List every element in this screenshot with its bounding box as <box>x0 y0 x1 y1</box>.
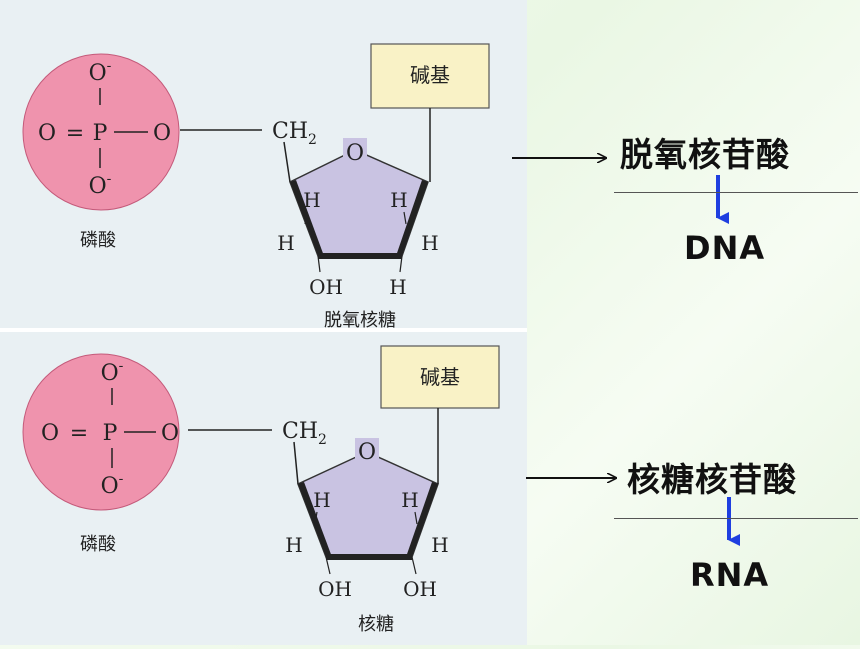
phosphate-o-top: O- <box>101 358 124 386</box>
phosphate-circle <box>22 353 180 511</box>
ring-oxygen: O <box>358 440 376 465</box>
rna-label: RNA <box>690 556 770 594</box>
phosphate-o-left: O <box>38 121 56 146</box>
phosphate-o-top: O- <box>89 58 112 86</box>
base-box <box>370 43 490 109</box>
dna-label: DNA <box>684 229 766 267</box>
phosphate-circle <box>22 53 180 211</box>
deoxyribonucleotide-panel: O- O = P O O- 磷酸 CH2 O H H H H OH H 脱氧核糖 <box>0 0 527 331</box>
ring-h-4: H <box>421 231 438 255</box>
ring-h-2: H <box>401 488 418 512</box>
ribonucleotide-panel: O- O = P O O- 磷酸 CH2 O H H H H OH OH 核糖 … <box>0 332 527 645</box>
phosphate-double-bond: = <box>66 121 84 146</box>
deoxyribonucleotide-structure: O- O = P O O- 磷酸 CH2 O H H H H OH H 脱氧核糖 <box>22 43 490 331</box>
phosphate-o-bottom: O- <box>89 171 112 199</box>
c3-substituent-right: H <box>389 275 406 299</box>
panel-divider <box>0 328 527 332</box>
base-label: 碱基 <box>420 365 460 389</box>
deoxyribonucleotide-label: 脱氧核苷酸 <box>620 135 790 174</box>
phosphate-o-right: O <box>161 421 179 446</box>
sugar-caption: 脱氧核糖 <box>324 310 396 328</box>
phosphate-o-left: O <box>41 421 59 446</box>
ring-h-4: H <box>431 533 448 557</box>
c2-substituent-left: OH <box>318 577 352 601</box>
divider-line-bottom <box>614 518 858 519</box>
ring-h-3: H <box>285 533 302 557</box>
phosphate-caption: 磷酸 <box>80 230 116 251</box>
ring-h-1: H <box>303 188 320 212</box>
phosphate-o-bottom: O- <box>101 471 124 499</box>
base-box <box>380 345 500 409</box>
ring-h-3: H <box>277 231 294 255</box>
ring-oxygen: O <box>346 141 364 166</box>
phosphate-caption: 磷酸 <box>80 534 116 555</box>
ribonucleotide-structure: O- O = P O O- 磷酸 CH2 O H H H H OH OH 核糖 … <box>22 345 500 635</box>
ch2-label: CH2 <box>282 419 327 448</box>
phosphate-p: P <box>93 121 108 146</box>
c2-substituent-left: OH <box>309 275 343 299</box>
phosphate-double-bond: = <box>70 421 88 446</box>
ch2-label: CH2 <box>272 119 317 148</box>
c3-substituent-right: OH <box>403 577 437 601</box>
phosphate-o-right: O <box>153 121 171 146</box>
ribonucleotide-label: 核糖核苷酸 <box>627 460 797 499</box>
sugar-caption: 核糖 <box>358 614 394 635</box>
ring-h-1: H <box>313 488 330 512</box>
ring-h-2: H <box>390 188 407 212</box>
phosphate-p: P <box>103 421 118 446</box>
divider-line-top <box>614 192 858 193</box>
base-label: 碱基 <box>410 63 450 87</box>
